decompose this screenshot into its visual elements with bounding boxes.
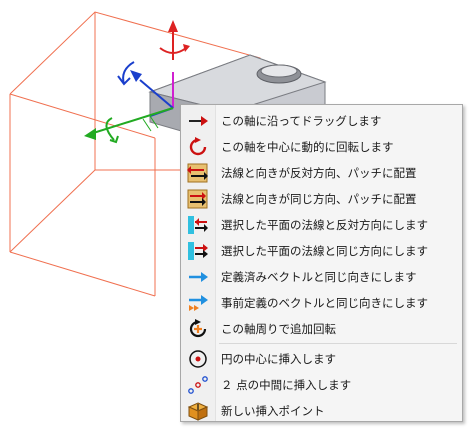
plane-normal-same-icon [187,241,209,261]
additional-rotation-icon [187,319,209,339]
predefined-vector-alt-icon [187,293,209,313]
menu-item-label: 定義済みベクトルと同じ向きにします [221,270,417,284]
menu-item-label: この軸に沿ってドラッグします [221,114,382,128]
menu-item-plane-normal-opposite[interactable]: 選択した平面の法線と反対方向にします [181,212,462,238]
menu-item-normal-same-patch[interactable]: 法線と向きが同じ方向、パッチに配置 [181,186,462,212]
menu-item-midpoint[interactable]: ２ 点の中間に挿入します [181,372,462,398]
menu-item-drag-along-axis[interactable]: この軸に沿ってドラッグします [181,108,462,134]
menu-item-label: この軸を中心に動的に回転します [221,140,394,154]
menu-item-new-insert-point[interactable]: 新しい挿入ポイント [181,398,462,424]
menu-separator [219,343,457,344]
context-menu: この軸に沿ってドラッグします この軸を中心に動的に回転します 法線と向きが反対方… [180,104,463,422]
arrow-right-icon [187,111,209,131]
normal-opposite-patch-icon [187,163,209,183]
rotate-icon [187,137,209,157]
menu-item-normal-opposite-patch[interactable]: 法線と向きが反対方向、パッチに配置 [181,160,462,186]
new-insert-point-icon [187,401,209,421]
menu-item-rotate-about-axis[interactable]: この軸を中心に動的に回転します [181,134,462,160]
menu-item-label: 新しい挿入ポイント [221,404,325,418]
menu-item-label: 法線と向きが同じ方向、パッチに配置 [221,192,417,206]
normal-same-patch-icon [187,189,209,209]
menu-item-label: 法線と向きが反対方向、パッチに配置 [221,166,417,180]
menu-item-additional-rotation[interactable]: この軸周りで追加回転 [181,316,462,342]
plane-normal-opposite-icon [187,215,209,235]
menu-item-plane-normal-same[interactable]: 選択した平面の法線と同じ方向にします [181,238,462,264]
menu-item-predefined-vector[interactable]: 定義済みベクトルと同じ向きにします [181,264,462,290]
circle-center-icon [187,349,209,369]
menu-item-label: 選択した平面の法線と反対方向にします [221,218,428,232]
menu-item-circle-center[interactable]: 円の中心に挿入します [181,346,462,372]
menu-icon-gutter [181,105,216,421]
menu-item-label: 事前定義のベクトルと同じ向きにします [221,296,428,310]
menu-item-label: 円の中心に挿入します [221,352,336,366]
menu-item-label: 選択した平面の法線と同じ方向にします [221,244,428,258]
predefined-vector-icon [187,267,209,287]
menu-item-predefined-vector-alt[interactable]: 事前定義のベクトルと同じ向きにします [181,290,462,316]
menu-item-label: ２ 点の中間に挿入します [221,378,352,392]
midpoint-icon [187,375,209,395]
menu-item-label: この軸周りで追加回転 [221,322,336,336]
triad-manipulator[interactable] [84,20,190,144]
